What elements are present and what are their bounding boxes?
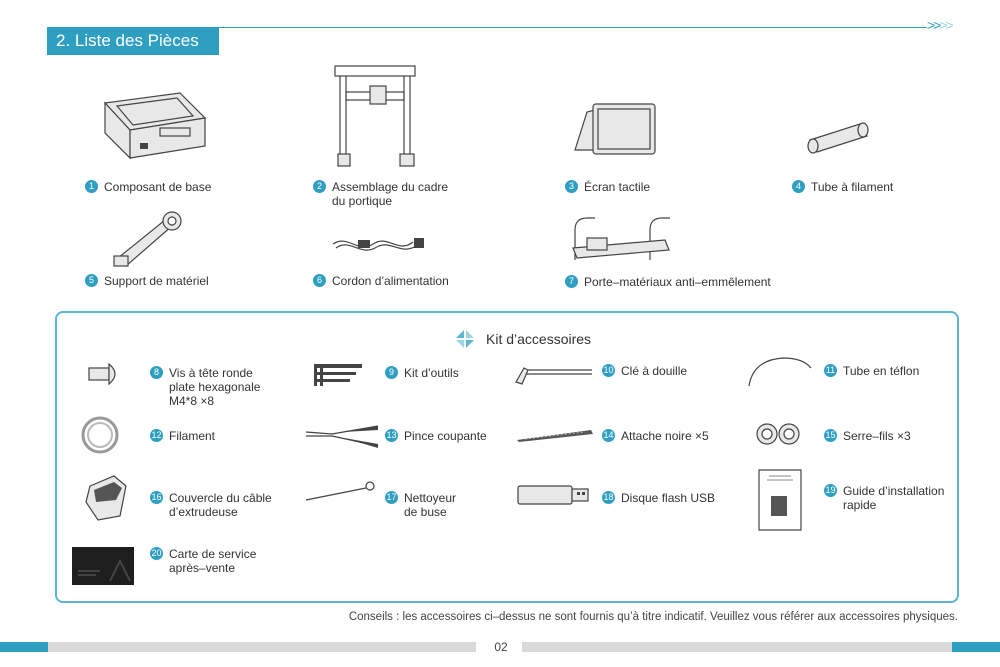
usb-flash-drive-illustration	[517, 485, 589, 505]
item-label: Carte de service après–vente	[169, 547, 257, 575]
item-number: 16	[150, 491, 163, 504]
quick-guide-illustration	[758, 469, 802, 531]
anti-tangle-holder-illustration	[572, 217, 670, 260]
nozzle-cleaner-illustration	[305, 481, 375, 501]
kit-item: 8 Vis à tête ronde plate hexagonale M4*8…	[150, 366, 280, 408]
kit-item: 9 Kit d’outils	[385, 366, 495, 380]
header-rule	[219, 27, 927, 28]
tool-kit-illustration	[314, 364, 362, 386]
item-number: 12	[150, 429, 163, 442]
kit-item: 19 Guide d’installation rapide	[824, 484, 954, 512]
item-label: Pince coupante	[404, 429, 487, 443]
kit-item: 15 Serre–fils ×3	[824, 429, 954, 443]
filament-spool-illustration	[81, 416, 119, 454]
item-number: 19	[824, 484, 837, 497]
kit-item: 14 Attache noire ×5	[602, 429, 742, 443]
item-label: Assemblage du cadre du portique	[332, 180, 449, 208]
extruder-cover-illustration	[85, 475, 127, 521]
item-label: Nettoyeur de buse	[404, 491, 457, 519]
part-item: 1 Composant de base	[85, 180, 265, 194]
part-item: 2 Assemblage du cadre du portique	[313, 180, 483, 208]
item-label: Porte–matériaux anti–emmêlement	[584, 275, 771, 289]
item-number: 8	[150, 366, 163, 379]
socket-wrench-illustration	[515, 367, 592, 385]
item-number: 2	[313, 180, 326, 193]
cable-tie-illustration	[517, 430, 593, 442]
item-label: Attache noire ×5	[621, 429, 709, 443]
part-item: 7 Porte–matériaux anti–emmêlement	[565, 275, 825, 289]
kit-item: 12 Filament	[150, 429, 270, 443]
kit-item: 11 Tube en téflon	[824, 364, 954, 378]
kit-item: 13 Pince coupante	[385, 429, 505, 443]
kit-item: 18 Disque flash USB	[602, 491, 742, 505]
kit-item: 16 Couvercle du câble d’extrudeuse	[150, 491, 290, 519]
page-number: 02	[494, 640, 508, 654]
item-number: 7	[565, 275, 578, 288]
gantry-frame-illustration	[334, 65, 416, 167]
kit-item: 17 Nettoyeur de buse	[385, 491, 495, 519]
wire-clip-illustration	[756, 423, 800, 445]
item-label: Guide d’installation rapide	[843, 484, 945, 512]
footer-accent-left	[0, 642, 48, 652]
screw-illustration	[88, 362, 116, 386]
item-number: 4	[792, 180, 805, 193]
item-label: Disque flash USB	[621, 491, 716, 505]
item-number: 20	[150, 547, 163, 560]
part-item: 4 Tube à filament	[792, 180, 962, 194]
tips-note: Conseils : les accessoires ci–dessus ne …	[348, 611, 958, 623]
item-number: 18	[602, 491, 615, 504]
item-number: 9	[385, 366, 398, 379]
kit-icon	[456, 330, 474, 348]
item-label: Support de matériel	[104, 274, 209, 288]
touchscreen-illustration	[574, 103, 656, 155]
item-number: 17	[385, 491, 398, 504]
item-label: Filament	[169, 429, 216, 443]
item-number: 3	[565, 180, 578, 193]
material-support-illustration	[113, 211, 182, 267]
item-label: Vis à tête ronde plate hexagonale M4*8 ×…	[169, 366, 261, 408]
wire-cutter-illustration	[305, 425, 379, 448]
item-number: 11	[824, 364, 837, 377]
section-title: 2. Liste des Pièces	[47, 27, 219, 55]
item-label: Composant de base	[104, 180, 212, 194]
item-label: Cordon d’alimentation	[332, 274, 449, 288]
item-number: 15	[824, 429, 837, 442]
service-card-illustration	[72, 547, 134, 585]
item-label: Couvercle du câble d’extrudeuse	[169, 491, 272, 519]
part-item: 3 Écran tactile	[565, 180, 735, 194]
filament-tube-illustration	[807, 122, 869, 154]
item-label: Kit d’outils	[404, 366, 459, 380]
item-number: 14	[602, 429, 615, 442]
part-item: 5 Support de matériel	[85, 274, 265, 288]
item-label: Tube en téflon	[843, 364, 920, 378]
item-label: Tube à filament	[811, 180, 894, 194]
footer-bar-left	[48, 642, 476, 652]
chevrons-icon: >>>>	[927, 17, 954, 33]
item-label: Écran tactile	[584, 180, 651, 194]
item-number: 1	[85, 180, 98, 193]
kit-item: 20 Carte de service après–vente	[150, 547, 290, 575]
kit-item: 10 Clé à douille	[602, 364, 732, 378]
item-number: 5	[85, 274, 98, 287]
base-component-illustration	[103, 92, 207, 160]
teflon-tube-illustration	[748, 357, 812, 387]
accessory-kit-box	[55, 311, 959, 603]
footer-bar-right	[522, 642, 952, 652]
power-cord-illustration	[332, 238, 424, 251]
kit-title: Kit d’accessoires	[486, 331, 592, 347]
item-number: 10	[602, 364, 615, 377]
footer-accent-right	[952, 642, 1000, 652]
item-label: Serre–fils ×3	[843, 429, 911, 443]
item-number: 6	[313, 274, 326, 287]
item-number: 13	[385, 429, 398, 442]
part-item: 6 Cordon d’alimentation	[313, 274, 493, 288]
item-label: Clé à douille	[621, 364, 688, 378]
